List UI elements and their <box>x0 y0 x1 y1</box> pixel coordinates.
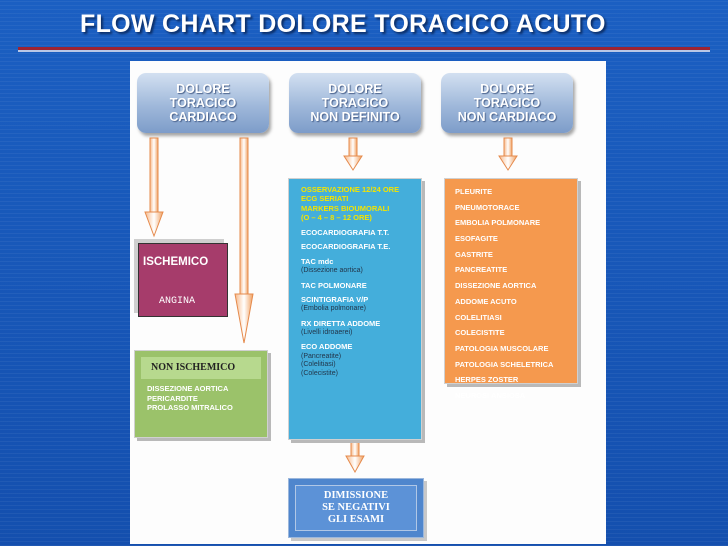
noncardiac-item: ADDOME ACUTO <box>455 296 517 306</box>
noncardiac-item: PATOLOGIA SCHELETRICA <box>455 359 554 369</box>
arrow-cardiac-to-nonischemic <box>234 137 254 344</box>
noncardiac-item: COLECISTITE <box>455 328 505 338</box>
arrow-box-to-dimission <box>345 441 365 474</box>
dimission-box: DIMISSIONE SE NEGATIVI GLI ESAMI <box>288 478 424 538</box>
arrow-undefined-to-box <box>343 137 363 171</box>
nonischemic-box: NON ISCHEMICO DISSEZIONE AORTICA PERICAR… <box>134 350 268 438</box>
noncardiac-item: PLEURITE <box>455 187 493 196</box>
noncardiac-item: NEUROSI ANSIOSA <box>455 390 526 400</box>
header-noncardiac: DOLORE TORACICO NON CARDIACO <box>441 73 573 133</box>
noncardiac-item: PATOLOGIA MUSCOLARE <box>455 343 549 353</box>
dimission-text: DIMISSIONE SE NEGATIVI GLI ESAMI <box>295 485 417 531</box>
arrow-noncardiac-to-box <box>498 137 518 171</box>
noncardiac-item: PANCREATITE <box>455 265 508 275</box>
header-cardiac: DOLORE TORACICO CARDIACO <box>137 73 269 133</box>
exam-item: ECOCARDIOGRAFIA T.E. <box>301 242 391 252</box>
ischemic-sub: ANGINA <box>159 296 196 307</box>
exam-note: (Dissezione aortica) <box>301 267 363 275</box>
noncardiac-item: HERPES ZOSTER <box>455 375 519 385</box>
exam-item: ECOCARDIOGRAFIA T.T. <box>301 228 390 238</box>
arrow-cardiac-to-ischemic <box>144 137 164 238</box>
exam-item: RX DIRETTA ADDOME <box>301 318 381 328</box>
header-undefined: DOLORE TORACICO NON DEFINITO <box>289 73 421 133</box>
exam-item: TAC POLMONARE <box>301 280 367 290</box>
nonischemic-text: DISSEZIONE AORTICA PERICARDITE PROLASSO … <box>147 384 233 412</box>
exam-note: (Pancreatite) (Colelitiasi) (Colecistite… <box>301 352 342 377</box>
title-underline-light <box>18 50 710 52</box>
noncardiac-item: GASTRITE <box>455 249 493 259</box>
title-underline <box>18 47 710 50</box>
exam-note: (Livelli idroaerei) <box>301 328 353 336</box>
noncardiac-item: COLELITIASI <box>455 312 502 322</box>
noncardiac-box: PLEURITE PNEUMOTORACE EMBOLIA POLMONARE … <box>444 178 578 400</box>
nonischemic-label: NON ISCHEMICO <box>141 357 261 379</box>
exam-item: ECO ADDOME <box>301 342 353 352</box>
exam-item: TAC mdc <box>301 256 334 266</box>
ischemic-label: ISCHEMICO <box>143 256 209 268</box>
ischemic-box: ISCHEMICO ANGINA <box>138 243 228 317</box>
slide-title: FLOW CHART DOLORE TORACICO ACUTO <box>80 10 606 38</box>
observation-text: OSSERVAZIONE 12/24 ORE ECG SERIATI MARKE… <box>301 185 400 222</box>
noncardiac-item: PNEUMOTORACE <box>455 202 520 212</box>
undefined-box: OSSERVAZIONE 12/24 ORE ECG SERIATI MARKE… <box>288 178 422 440</box>
noncardiac-item: DISSEZIONE AORTICA <box>455 281 537 291</box>
noncardiac-item: EMBOLIA POLMONARE <box>455 218 541 228</box>
exam-item: SCINTIGRAFIA V/P <box>301 294 369 304</box>
noncardiac-item: ESOFAGITE <box>455 234 498 244</box>
exam-note: (Embolia polmonare) <box>301 305 366 313</box>
